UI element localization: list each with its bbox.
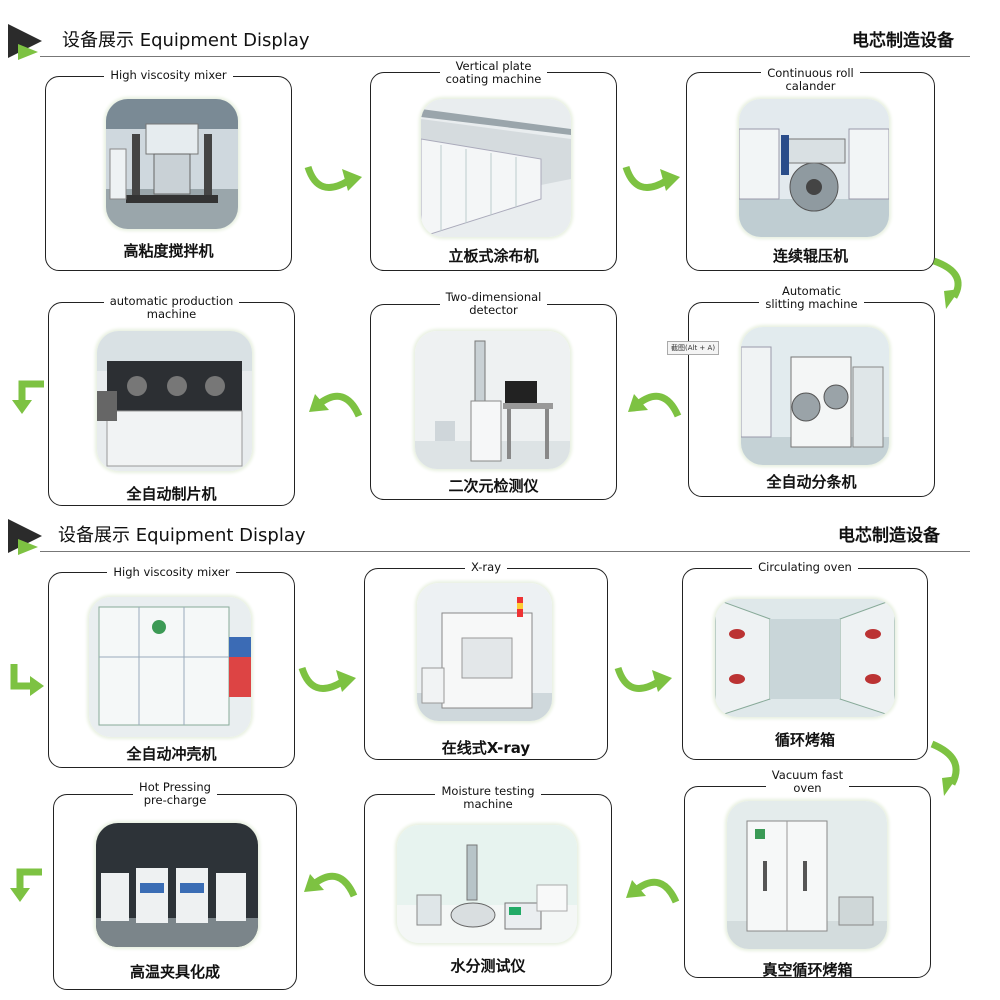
- equipment-en-label: Automatic slitting machine: [759, 285, 864, 311]
- section-title: 设备展示 Equipment Display: [58, 525, 306, 546]
- curved-arrow-icon: [309, 392, 363, 418]
- equipment-cn-label: 高粘度搅拌机: [123, 242, 214, 260]
- equipment-card-production: automatic production machine 全自动制片机: [48, 295, 295, 506]
- equipment-photo: [106, 99, 238, 229]
- curved-arrow-icon: [304, 165, 362, 191]
- curved-arrow-icon: [932, 257, 962, 309]
- equipment-en-label: Circulating oven: [752, 561, 858, 574]
- equipment-cn-label: 在线式X-ray: [441, 739, 531, 757]
- equipment-cn-label: 二次元检测仪: [448, 477, 539, 495]
- equipment-photo: [739, 99, 889, 237]
- equipment-photo: [421, 99, 571, 237]
- equipment-cn-label: 水分测试仪: [450, 957, 526, 975]
- equipment-card-calander: Continuous roll calander 连续辊压机: [686, 67, 935, 271]
- equipment-en-label: Vertical plate coating machine: [439, 60, 548, 86]
- equipment-card-xray: X-ray 在线式X-ray: [364, 561, 608, 760]
- curved-arrow-icon: [298, 666, 356, 692]
- equipment-photo: [727, 801, 887, 949]
- equipment-photo: [415, 331, 570, 469]
- curved-arrow-icon: [304, 872, 358, 898]
- equipment-card-detector: Two-dimensional detector 二次元检测仪: [370, 291, 617, 500]
- section-2-header: 设备展示 Equipment Display 电芯制造设备: [0, 515, 1000, 555]
- equipment-card-coating: Vertical plate coating machine 立板式涂布机: [370, 60, 617, 271]
- header-divider: [40, 56, 970, 57]
- equipment-cn-label: 高温夹具化成: [129, 963, 220, 981]
- curved-arrow-icon: [930, 740, 960, 796]
- equipment-en-label: High viscosity mixer: [104, 69, 233, 82]
- curved-arrow-icon: [626, 878, 680, 904]
- turn-arrow-icon: [10, 664, 44, 696]
- header-green-triangle-icon: [18, 539, 38, 555]
- equipment-en-label: Moisture testing machine: [435, 785, 541, 811]
- equipment-en-label: Vacuum fast oven: [765, 769, 850, 795]
- equipment-cn-label: 全自动冲壳机: [126, 745, 217, 763]
- header-divider: [40, 551, 970, 552]
- section-1-header: 设备展示 Equipment Display 电芯制造设备: [0, 20, 1000, 60]
- equipment-cn-label: 连续辊压机: [772, 247, 848, 265]
- equipment-en-label: Continuous roll calander: [761, 67, 860, 93]
- equipment-photo: [89, 597, 251, 737]
- equipment-card-shell-punch: High viscosity mixer 全自动冲壳机: [48, 566, 295, 768]
- equipment-cn-label: 循环烤箱: [774, 731, 835, 749]
- equipment-en-label: Two-dimensional detector: [439, 291, 548, 317]
- equipment-card-circulating-oven: Circulating oven 循环烤箱: [682, 561, 928, 760]
- equipment-en-label: High viscosity mixer: [107, 566, 236, 579]
- equipment-card-slitting: Automatic slitting machine 全自动分条机: [688, 285, 935, 497]
- section-subtitle: 电芯制造设备: [852, 31, 954, 51]
- equipment-cn-label: 立板式涂布机: [448, 247, 539, 265]
- equipment-en-label: X-ray: [464, 561, 508, 574]
- equipment-photo: [741, 327, 889, 465]
- curved-arrow-icon: [622, 165, 680, 191]
- equipment-card-vacuum-oven: Vacuum fast oven 真空循环烤箱: [684, 769, 931, 979]
- equipment-card-moisture-tester: Moisture testing machine 水分测试仪: [364, 785, 612, 986]
- equipment-photo: [417, 583, 552, 721]
- equipment-photo: [397, 825, 577, 943]
- turn-arrow-icon: [10, 868, 42, 902]
- curved-arrow-icon: [614, 666, 672, 692]
- equipment-photo: [97, 331, 252, 471]
- equipment-en-label: Hot Pressing pre-charge: [133, 781, 217, 807]
- section-subtitle: 电芯制造设备: [838, 526, 940, 546]
- equipment-photo: [715, 599, 895, 717]
- turn-arrow-icon: [12, 380, 44, 414]
- screenshot-tooltip: 截图(Alt + A): [667, 341, 720, 355]
- equipment-cn-label: 全自动分条机: [766, 473, 857, 491]
- curved-arrow-icon: [628, 392, 682, 418]
- section-title: 设备展示 Equipment Display: [62, 30, 310, 51]
- equipment-card-mixer: High viscosity mixer 高粘度搅拌机: [45, 69, 292, 271]
- equipment-photo: [96, 823, 258, 947]
- equipment-card-hot-pressing: Hot Pressing pre-charge 高温夹具化成: [53, 781, 297, 990]
- equipment-en-label: automatic production machine: [103, 295, 240, 321]
- equipment-cn-label: 真空循环烤箱: [762, 961, 853, 979]
- header-green-triangle-icon: [18, 44, 38, 60]
- equipment-cn-label: 全自动制片机: [126, 485, 217, 503]
